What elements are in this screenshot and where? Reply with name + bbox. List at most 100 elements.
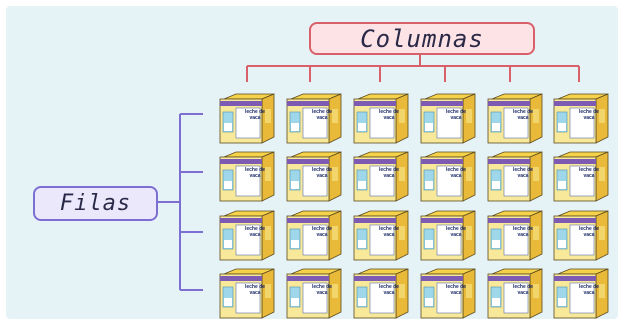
carton-label-line2: vaca	[583, 290, 595, 296]
carton-label-line2: vaca	[450, 290, 462, 296]
carton-label-line1: leche de	[311, 167, 332, 173]
carton-label-line1: leche de	[244, 284, 265, 290]
carton-label-line1: leche de	[512, 226, 533, 232]
carton-label-line2: vaca	[316, 173, 328, 179]
carton-label-line2: vaca	[583, 232, 595, 238]
carton-label-line1: leche de	[311, 226, 332, 232]
carton-label-line2: vaca	[517, 290, 529, 296]
carton-label-line2: vaca	[450, 173, 462, 179]
carton-label-line1: leche de	[244, 167, 265, 173]
carton-label-line1: leche de	[378, 167, 399, 173]
carton-label-line2: vaca	[249, 173, 261, 179]
rows-label: Filas	[33, 186, 158, 221]
carton-label-line2: vaca	[249, 232, 261, 238]
carton-label-line1: leche de	[311, 284, 332, 290]
carton-label-line2: vaca	[583, 173, 595, 179]
carton-label-line2: vaca	[450, 115, 462, 121]
carton-label-line2: vaca	[583, 115, 595, 121]
carton-label-line1: leche de	[378, 226, 399, 232]
carton-label-line1: leche de	[244, 226, 265, 232]
carton-label-line1: leche de	[378, 284, 399, 290]
rows-bracket	[156, 113, 203, 291]
carton-label-line1: leche de	[578, 109, 599, 115]
carton-label-line1: leche de	[244, 109, 265, 115]
carton-label-line1: leche de	[445, 284, 466, 290]
carton-label-line1: leche de	[578, 226, 599, 232]
carton-label-line1: leche de	[445, 109, 466, 115]
carton-label-line1: leche de	[578, 284, 599, 290]
carton-label-line1: leche de	[378, 109, 399, 115]
carton-label-line2: vaca	[316, 290, 328, 296]
carton-label-line1: leche de	[445, 167, 466, 173]
carton-label-line1: leche de	[512, 284, 533, 290]
carton-label-line2: vaca	[316, 232, 328, 238]
carton-label-line1: leche de	[311, 109, 332, 115]
carton-label-line2: vaca	[517, 115, 529, 121]
carton-label-line2: vaca	[450, 232, 462, 238]
carton-label-line1: leche de	[512, 167, 533, 173]
columns-label: Columnas	[309, 22, 535, 55]
carton-label-line2: vaca	[316, 115, 328, 121]
carton-label-line2: vaca	[383, 115, 395, 121]
carton-label-line1: leche de	[445, 226, 466, 232]
carton-label-line2: vaca	[383, 232, 395, 238]
carton-label-line1: leche de	[578, 167, 599, 173]
carton-label-line2: vaca	[249, 290, 261, 296]
carton-label-line2: vaca	[383, 290, 395, 296]
columns-bracket	[246, 53, 580, 82]
carton-label-line2: vaca	[383, 173, 395, 179]
carton-label-line1: leche de	[512, 109, 533, 115]
carton-label-line2: vaca	[249, 115, 261, 121]
carton-label-line2: vaca	[517, 232, 529, 238]
carton-label-line2: vaca	[517, 173, 529, 179]
